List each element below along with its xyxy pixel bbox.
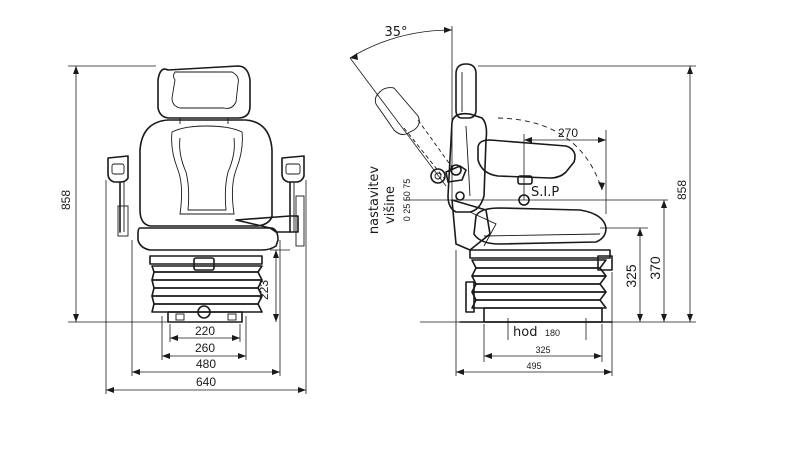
front-width-260: 260 (195, 341, 215, 355)
backrest-side (447, 112, 488, 213)
recline-angle-label: 35° (384, 25, 407, 40)
height-adjust-values: 0 25 50 75 (402, 179, 412, 222)
slide-path-arc (497, 117, 603, 191)
reclined-headrest-ghost (374, 87, 420, 135)
hod-value: 180 (545, 328, 560, 338)
slide-rail (469, 249, 611, 259)
right-lever (235, 215, 299, 233)
side-view-dimensions: 270 S.I.P 325 370 858 nastavitev višine … (367, 65, 696, 376)
seat-depth-label: 270 (558, 126, 578, 140)
height-adjust-title: nastavitev (367, 166, 382, 234)
side-height-858: 858 (675, 180, 689, 200)
front-stroke-label: 223 (257, 280, 271, 300)
suspension-base-side (483, 307, 603, 323)
headrest-front-inner (171, 71, 239, 109)
suspension-bellows-front (151, 265, 263, 313)
base-width-325: 325 (535, 345, 550, 355)
front-view-dimensions: 858 223 220 260 480 640 (59, 65, 307, 394)
hod-label: hod (513, 325, 537, 340)
seat-cushion-side (473, 207, 607, 245)
front-width-220: 220 (195, 324, 215, 338)
seat-cushion-front (137, 227, 279, 251)
sip-label: S.I.P (531, 185, 559, 200)
front-height-label: 858 (59, 190, 73, 210)
front-view-seat (107, 65, 305, 323)
overall-depth-495: 495 (526, 361, 541, 371)
headrest-front (157, 65, 251, 119)
seat-mechanism (451, 199, 491, 251)
seat-height-325: 325 (623, 264, 639, 288)
suspension-base (167, 311, 243, 323)
armrest-side (477, 139, 576, 179)
sip-height-370: 370 (647, 256, 663, 280)
side-view-seat: 35° (349, 25, 613, 323)
front-width-480: 480 (196, 357, 216, 371)
backrest-front (139, 119, 273, 227)
headrest-side (455, 63, 477, 119)
backrest-center-panel (171, 125, 243, 215)
front-width-640: 640 (196, 375, 216, 389)
recline-angle-arc (349, 29, 453, 59)
suspension-top-plate (149, 255, 263, 265)
recline-knob (430, 168, 446, 184)
right-armrest (281, 155, 305, 183)
suspension-bellows-side (471, 259, 607, 309)
height-adjust-title2: višine (383, 186, 398, 224)
left-armrest (107, 155, 129, 183)
